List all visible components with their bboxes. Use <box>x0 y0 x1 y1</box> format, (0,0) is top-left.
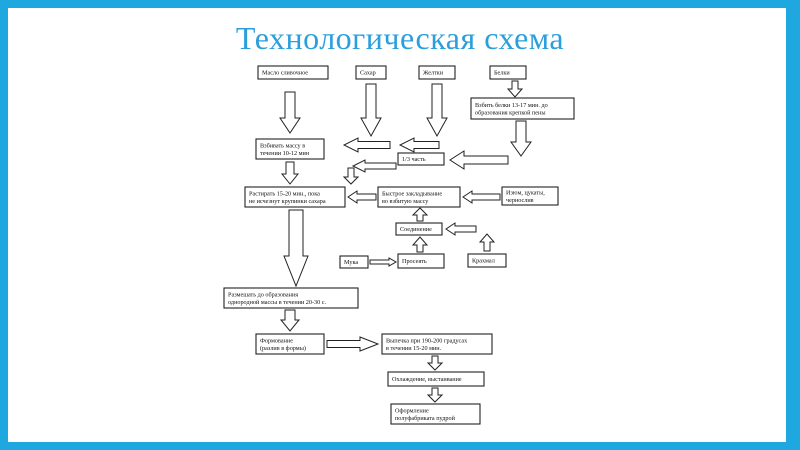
node-label: образования крепкой пены <box>475 109 546 116</box>
node-sugar: Сахар <box>355 65 387 80</box>
node-sift: Просеять <box>397 253 445 269</box>
node-label: Формование <box>260 338 293 345</box>
node-box <box>390 403 481 425</box>
arrow-sugar-down <box>360 83 382 138</box>
node-label: Крахмал <box>472 258 495 265</box>
arrow-small-to-rub <box>342 167 360 185</box>
node-label: чернослив <box>506 197 534 204</box>
node-label: во взбитую массу <box>382 198 429 205</box>
arrow-starch-up <box>478 233 496 252</box>
node-box <box>244 186 346 208</box>
node-label: Размешать до образования <box>228 292 298 299</box>
node-label: Сахар <box>360 70 376 77</box>
node-box <box>223 287 359 309</box>
arrow-third-in <box>449 150 509 170</box>
node-starch: Крахмал <box>467 253 507 268</box>
node-label: 1/3 часть <box>402 156 426 163</box>
node-box <box>255 138 325 160</box>
node-box <box>381 333 493 355</box>
node-label: Соединение <box>400 226 432 233</box>
node-box <box>397 152 445 166</box>
node-butter: Масло сливочное <box>257 65 329 80</box>
node-label: однородной массы в течении 20-30 с. <box>228 299 327 306</box>
node-box <box>489 65 527 80</box>
node-label: Масло сливочное <box>262 70 308 77</box>
node-label: не исчезнут крупинки сахара <box>249 198 326 205</box>
arrow-shape-to-bake <box>326 336 380 352</box>
arrow-yolks-down <box>426 83 448 138</box>
node-yolks: Желтки <box>418 65 456 80</box>
node-box <box>387 371 485 387</box>
arrow-raisins-to-fold <box>462 190 501 204</box>
node-label: Быстрое закладывание <box>382 191 442 198</box>
node-combine: Соединение <box>395 222 443 236</box>
node-shape: Формование(разлив в формы) <box>255 333 325 355</box>
node-label: (разлив в формы) <box>260 345 306 352</box>
arrow-cool-to-decor <box>426 387 444 403</box>
node-cool: Охлаждение, выстаивание <box>387 371 485 387</box>
node-label: полуфабриката пудрой <box>395 415 456 422</box>
node-label: в течении 15-20 мин. <box>386 345 442 352</box>
node-box <box>395 222 443 236</box>
arrow-butter-to-whip <box>279 91 301 134</box>
node-label: Просеять <box>402 258 427 265</box>
node-whites: Белки <box>489 65 527 80</box>
node-label: течении 10-12 мин <box>260 150 310 157</box>
arrow-combine-to-fold <box>411 207 429 222</box>
arrow-whipmass-to-rub <box>280 161 300 185</box>
arrow-sugar-to-whip <box>342 137 391 153</box>
node-box <box>255 333 325 355</box>
arrow-third-to-rub <box>351 159 397 173</box>
node-box <box>397 253 445 269</box>
node-box <box>467 253 507 268</box>
node-label: Растирать 15-20 мин., пока <box>249 191 320 198</box>
arrow-whites-to-whip <box>506 80 524 98</box>
node-label: Оформление <box>395 408 429 415</box>
node-label: Желтки <box>423 70 444 77</box>
node-raisins: Изюм, цукаты,чернослив <box>501 186 559 206</box>
arrow-sift-to-combine <box>411 236 429 253</box>
node-third: 1/3 часть <box>397 152 445 166</box>
arrow-stir-to-shape <box>279 309 301 332</box>
arrow-flour-to-sift <box>369 257 398 267</box>
node-flour: Мука <box>339 255 369 269</box>
node-box <box>470 97 575 120</box>
node-box <box>257 65 329 80</box>
node-box <box>377 186 461 208</box>
node-box <box>355 65 387 80</box>
slide-title: Технологическая схема <box>235 20 565 56</box>
node-box <box>418 65 456 80</box>
node-label: Изюм, цукаты, <box>506 190 545 197</box>
node-label: Белки <box>494 70 510 77</box>
arrow-rub-to-stir <box>283 209 309 288</box>
node-label: Взбивать массу в <box>260 143 305 150</box>
arrow-bake-to-cool <box>426 355 444 371</box>
arrow-fold-to-rub <box>347 190 377 204</box>
node-label: Охлаждение, выстаивание <box>392 376 462 383</box>
node-label: Мука <box>344 259 358 266</box>
arrow-whip-to-third <box>510 120 532 157</box>
node-label: Выпечка при 190-200 градусах <box>386 338 468 345</box>
node-box <box>501 186 559 206</box>
arrow-starch-to-combine <box>445 222 477 236</box>
node-box <box>339 255 369 269</box>
node-label: Взбить белки 13-17 мин. до <box>475 102 548 109</box>
arrow-yolks-to-sugar <box>398 137 440 153</box>
